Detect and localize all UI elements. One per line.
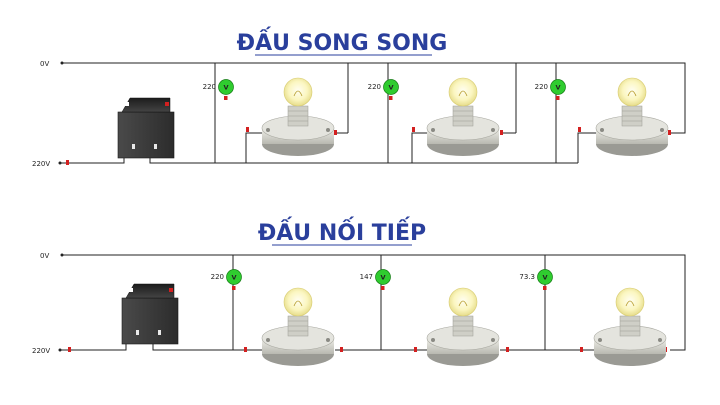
series-bulb-3-icon: [593, 287, 667, 367]
parallel-0v-label: 0V: [40, 60, 49, 68]
voltmeter-reading: 220: [211, 273, 224, 281]
series-section: ĐẤU NỐI TIẾP 0V 220V: [32, 217, 686, 367]
voltmeter-glyph: V: [542, 274, 547, 282]
voltmeter-glyph: V: [231, 274, 236, 282]
voltmeter-reading: 220: [535, 83, 548, 91]
series-0v-label: 0V: [40, 252, 49, 260]
parallel-voltmeter-2: V 220: [368, 79, 399, 101]
parallel-220v-label: 220V: [32, 160, 50, 168]
series-voltmeter-3: V 73.3: [519, 269, 553, 291]
parallel-bulb-2-icon: [426, 77, 500, 157]
series-220v-label: 220V: [32, 347, 50, 355]
series-voltmeter-2: V 147: [360, 269, 391, 291]
series-bulb-2-icon: [426, 287, 500, 367]
voltmeter-reading: 147: [360, 273, 373, 281]
parallel-title: ĐẤU SONG SONG: [237, 27, 448, 56]
series-title: ĐẤU NỐI TIẾP: [258, 217, 426, 246]
voltmeter-reading: 73.3: [519, 273, 535, 281]
series-0v-node: [60, 253, 64, 257]
voltmeter-glyph: V: [555, 84, 560, 92]
parallel-voltmeter-1: V 220: [203, 79, 234, 101]
series-bulb-1-icon: [261, 287, 335, 367]
voltmeter-glyph: V: [223, 84, 228, 92]
voltmeter-reading: 220: [368, 83, 381, 91]
parallel-section: ĐẤU SONG SONG 0V 220V: [32, 27, 686, 168]
voltmeter-glyph: V: [388, 84, 393, 92]
parallel-voltmeter-3: V 220: [535, 79, 566, 101]
voltmeter-glyph: V: [380, 274, 385, 282]
series-voltmeter-1: V 220: [211, 269, 242, 291]
voltmeter-reading: 220: [203, 83, 216, 91]
series-switch-icon[interactable]: [121, 283, 179, 345]
parallel-switch-icon[interactable]: [117, 97, 175, 159]
parallel-bulb-3-icon: [595, 77, 669, 157]
parallel-0v-node: [60, 61, 64, 65]
parallel-bulb-1-icon: [261, 77, 335, 157]
